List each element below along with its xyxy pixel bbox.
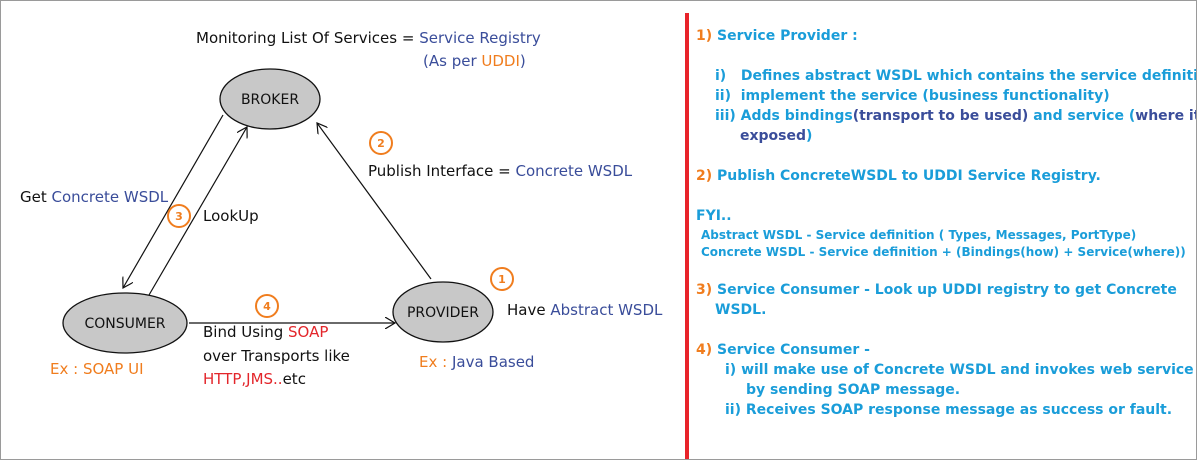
get-label: Get Concrete WSDL — [20, 188, 168, 206]
note-1-item-iii-exposed: exposed — [740, 128, 807, 144]
provider-example-prefix: Ex : — [419, 353, 452, 371]
step-badge-3: 3 — [167, 204, 191, 228]
note-4-item-i: i) will make use of Concrete WSDL and in… — [725, 362, 1194, 378]
note-1-item-i: i) Defines abstract WSDL which contains … — [715, 68, 1197, 85]
fyi-heading: FYI.. — [696, 208, 732, 224]
note-4-text: Service Consumer - — [717, 342, 870, 358]
registry-subtitle-open: (As per — [423, 52, 482, 70]
note-1-title: 1) Service Provider : — [696, 28, 858, 45]
arrow-provider-to-broker — [317, 123, 432, 280]
note-4: 4) Service Consumer - — [696, 342, 870, 359]
step-badge-4-number: 4 — [263, 300, 271, 313]
registry-title-service-registry: Service Registry — [419, 29, 541, 47]
note-2: 2) Publish ConcreteWSDL to UDDI Service … — [696, 168, 1101, 185]
consumer-label: CONSUMER — [84, 316, 165, 332]
consumer-example: Ex : SOAP UI — [50, 360, 144, 378]
provider-label: PROVIDER — [407, 305, 479, 321]
note-1-item-ii-number: ii) — [715, 88, 731, 104]
step-badge-2: 2 — [369, 131, 393, 155]
broker-label: BROKER — [241, 92, 299, 108]
broker-node: BROKER — [219, 68, 321, 130]
provider-example-java: Java Based — [451, 353, 535, 371]
arrow-broker-to-consumer — [123, 114, 224, 288]
note-1-item-iii-service: and service ( — [1028, 108, 1136, 124]
step-badge-2-number: 2 — [377, 137, 385, 150]
publish-label-concrete-wsdl: Concrete WSDL — [515, 162, 633, 180]
registry-subtitle-uddi: UDDI — [481, 52, 520, 70]
note-1-item-iii-close: ) — [806, 128, 813, 144]
publish-label: Publish Interface = Concrete WSDL — [368, 162, 632, 180]
note-1-item-iii-number: iii) — [715, 108, 736, 124]
step-badge-1: 1 — [490, 267, 514, 291]
fyi-concrete: Concrete WSDL - Service definition + (Bi… — [701, 245, 1186, 259]
have-label-abstract-wsdl: Abstract WSDL — [550, 301, 663, 319]
note-3-cont: WSDL. — [715, 302, 767, 318]
note-1-item-iii-where: where it is — [1135, 108, 1196, 124]
note-4-number: 4) — [696, 342, 713, 358]
get-label-prefix: Get — [20, 188, 52, 206]
bind-label-line1: Bind Using SOAP — [203, 323, 328, 341]
note-1-item-iii: iii) Adds bindings(transport to be used)… — [715, 108, 1196, 125]
fyi-abstract: Abstract WSDL - Service definition ( Typ… — [701, 228, 1137, 242]
provider-example: Ex : Java Based — [419, 353, 534, 371]
registry-subtitle: (As per UDDI) — [423, 52, 526, 70]
registry-title-prefix: Monitoring List Of Services = — [196, 29, 420, 47]
bind-label-soap: SOAP — [288, 323, 329, 341]
note-4-item-i-cont: by sending SOAP message. — [746, 382, 961, 398]
note-1-item-ii: ii) implement the service (business func… — [715, 88, 1110, 105]
bind-label-prefix: Bind Using — [203, 323, 289, 341]
note-3: 3) Service Consumer - Look up UDDI regis… — [696, 282, 1177, 299]
have-label-prefix: Have — [507, 301, 551, 319]
note-4-item-ii: ii) Receives SOAP response message as su… — [725, 402, 1173, 418]
note-2-text: Publish ConcreteWSDL to UDDI Service Reg… — [717, 168, 1101, 184]
note-1-item-iii-transport: (transport to be used) — [852, 108, 1029, 124]
lookup-label: LookUp — [203, 207, 259, 225]
note-1-number: 1) — [696, 28, 713, 44]
note-3-number: 3) — [696, 282, 713, 298]
bind-label-etc: etc — [282, 370, 306, 388]
note-1-heading: Service Provider : — [717, 28, 858, 44]
arrow-consumer-to-broker — [148, 127, 247, 296]
bind-label-transports: HTTP,JMS.. — [203, 370, 283, 388]
bind-label-line2: over Transports like — [203, 347, 350, 365]
consumer-node: CONSUMER — [62, 292, 188, 354]
note-1-item-iii-bindings: Adds bindings — [740, 108, 853, 124]
note-1-item-i-number: i) — [715, 68, 727, 84]
get-label-concrete-wsdl: Concrete WSDL — [51, 188, 169, 206]
registry-title: Monitoring List Of Services = Service Re… — [196, 29, 541, 47]
note-1-item-i-text: Defines abstract WSDL which contains the… — [740, 68, 1197, 84]
step-badge-3-number: 3 — [175, 210, 183, 223]
have-label: Have Abstract WSDL — [507, 301, 662, 319]
step-badge-4: 4 — [255, 294, 279, 318]
provider-node: PROVIDER — [392, 281, 494, 343]
bind-label-line3: HTTP,JMS..etc — [203, 370, 306, 388]
note-3-text: Service Consumer - Look up UDDI registry… — [717, 282, 1177, 298]
publish-label-prefix: Publish Interface = — [368, 162, 516, 180]
registry-subtitle-close: ) — [519, 52, 526, 70]
note-2-number: 2) — [696, 168, 713, 184]
note-1-item-iii-cont: exposed) — [740, 128, 812, 145]
note-1-item-ii-text: implement the service (business function… — [740, 88, 1110, 104]
step-badge-1-number: 1 — [498, 273, 506, 286]
